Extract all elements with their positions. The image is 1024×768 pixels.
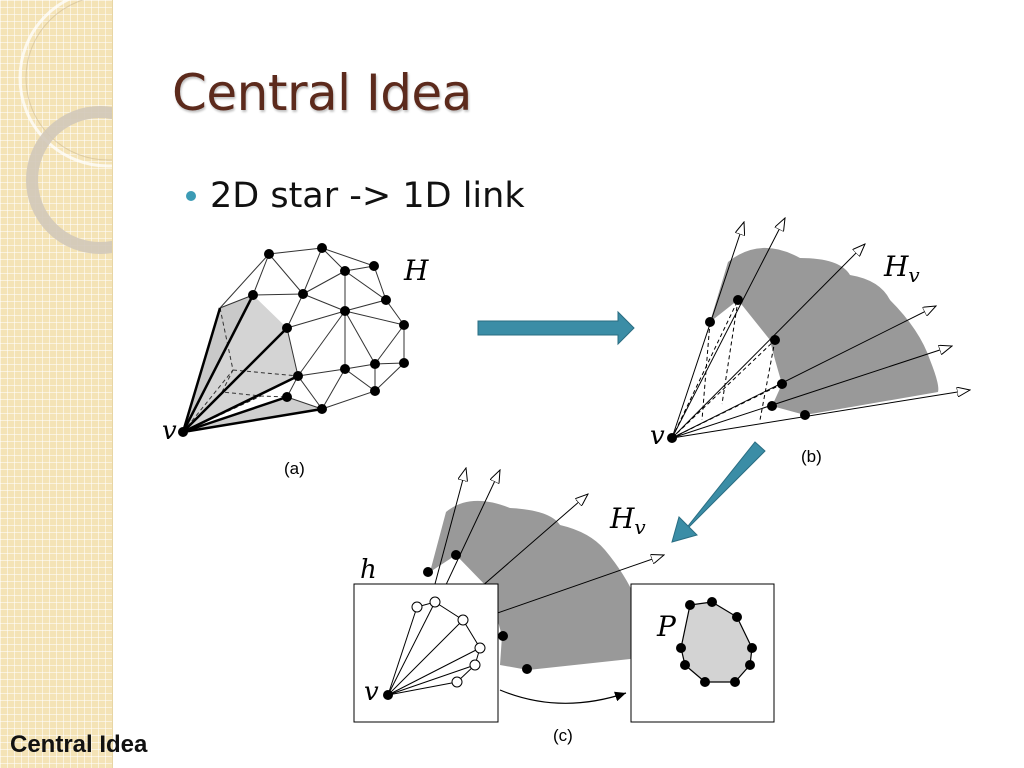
decorative-sidebar (0, 0, 113, 768)
panel-a-caption: (a) (284, 459, 305, 478)
panel-c-polygon-label: P (656, 610, 677, 643)
panel-c-polygon-inset (630, 583, 775, 723)
bullet-text: 2D star -> 1D link (210, 176, 525, 216)
bullet-dot-icon (186, 191, 196, 201)
footer-label: Central Idea (10, 731, 148, 758)
curved-arrow-icon (499, 689, 627, 704)
bullet-item: 2D star -> 1D link (186, 176, 525, 216)
slide-title: Central Idea (172, 64, 472, 122)
right-arrow-icon (477, 310, 635, 346)
panel-c-caption: (c) (553, 726, 573, 745)
panel-c-vertex-label: v (364, 677, 379, 707)
panel-b-horizon (667, 218, 970, 443)
panel-c-h-label: h (360, 555, 377, 585)
panel-b-horizon-label: Hv (883, 250, 920, 287)
sidebar-circles (18, 0, 112, 254)
panel-b-caption: (b) (801, 447, 822, 466)
panel-b-vertex-label: v (650, 421, 665, 451)
panel-a-vertex-label: v (162, 416, 177, 446)
panel-c-link-inset (353, 583, 499, 723)
down-left-arrow-icon (671, 441, 766, 543)
panel-c-horizon-label: Hv (609, 502, 646, 539)
panel-a-mesh (178, 243, 409, 437)
panel-a-mesh-label: H (403, 254, 429, 287)
